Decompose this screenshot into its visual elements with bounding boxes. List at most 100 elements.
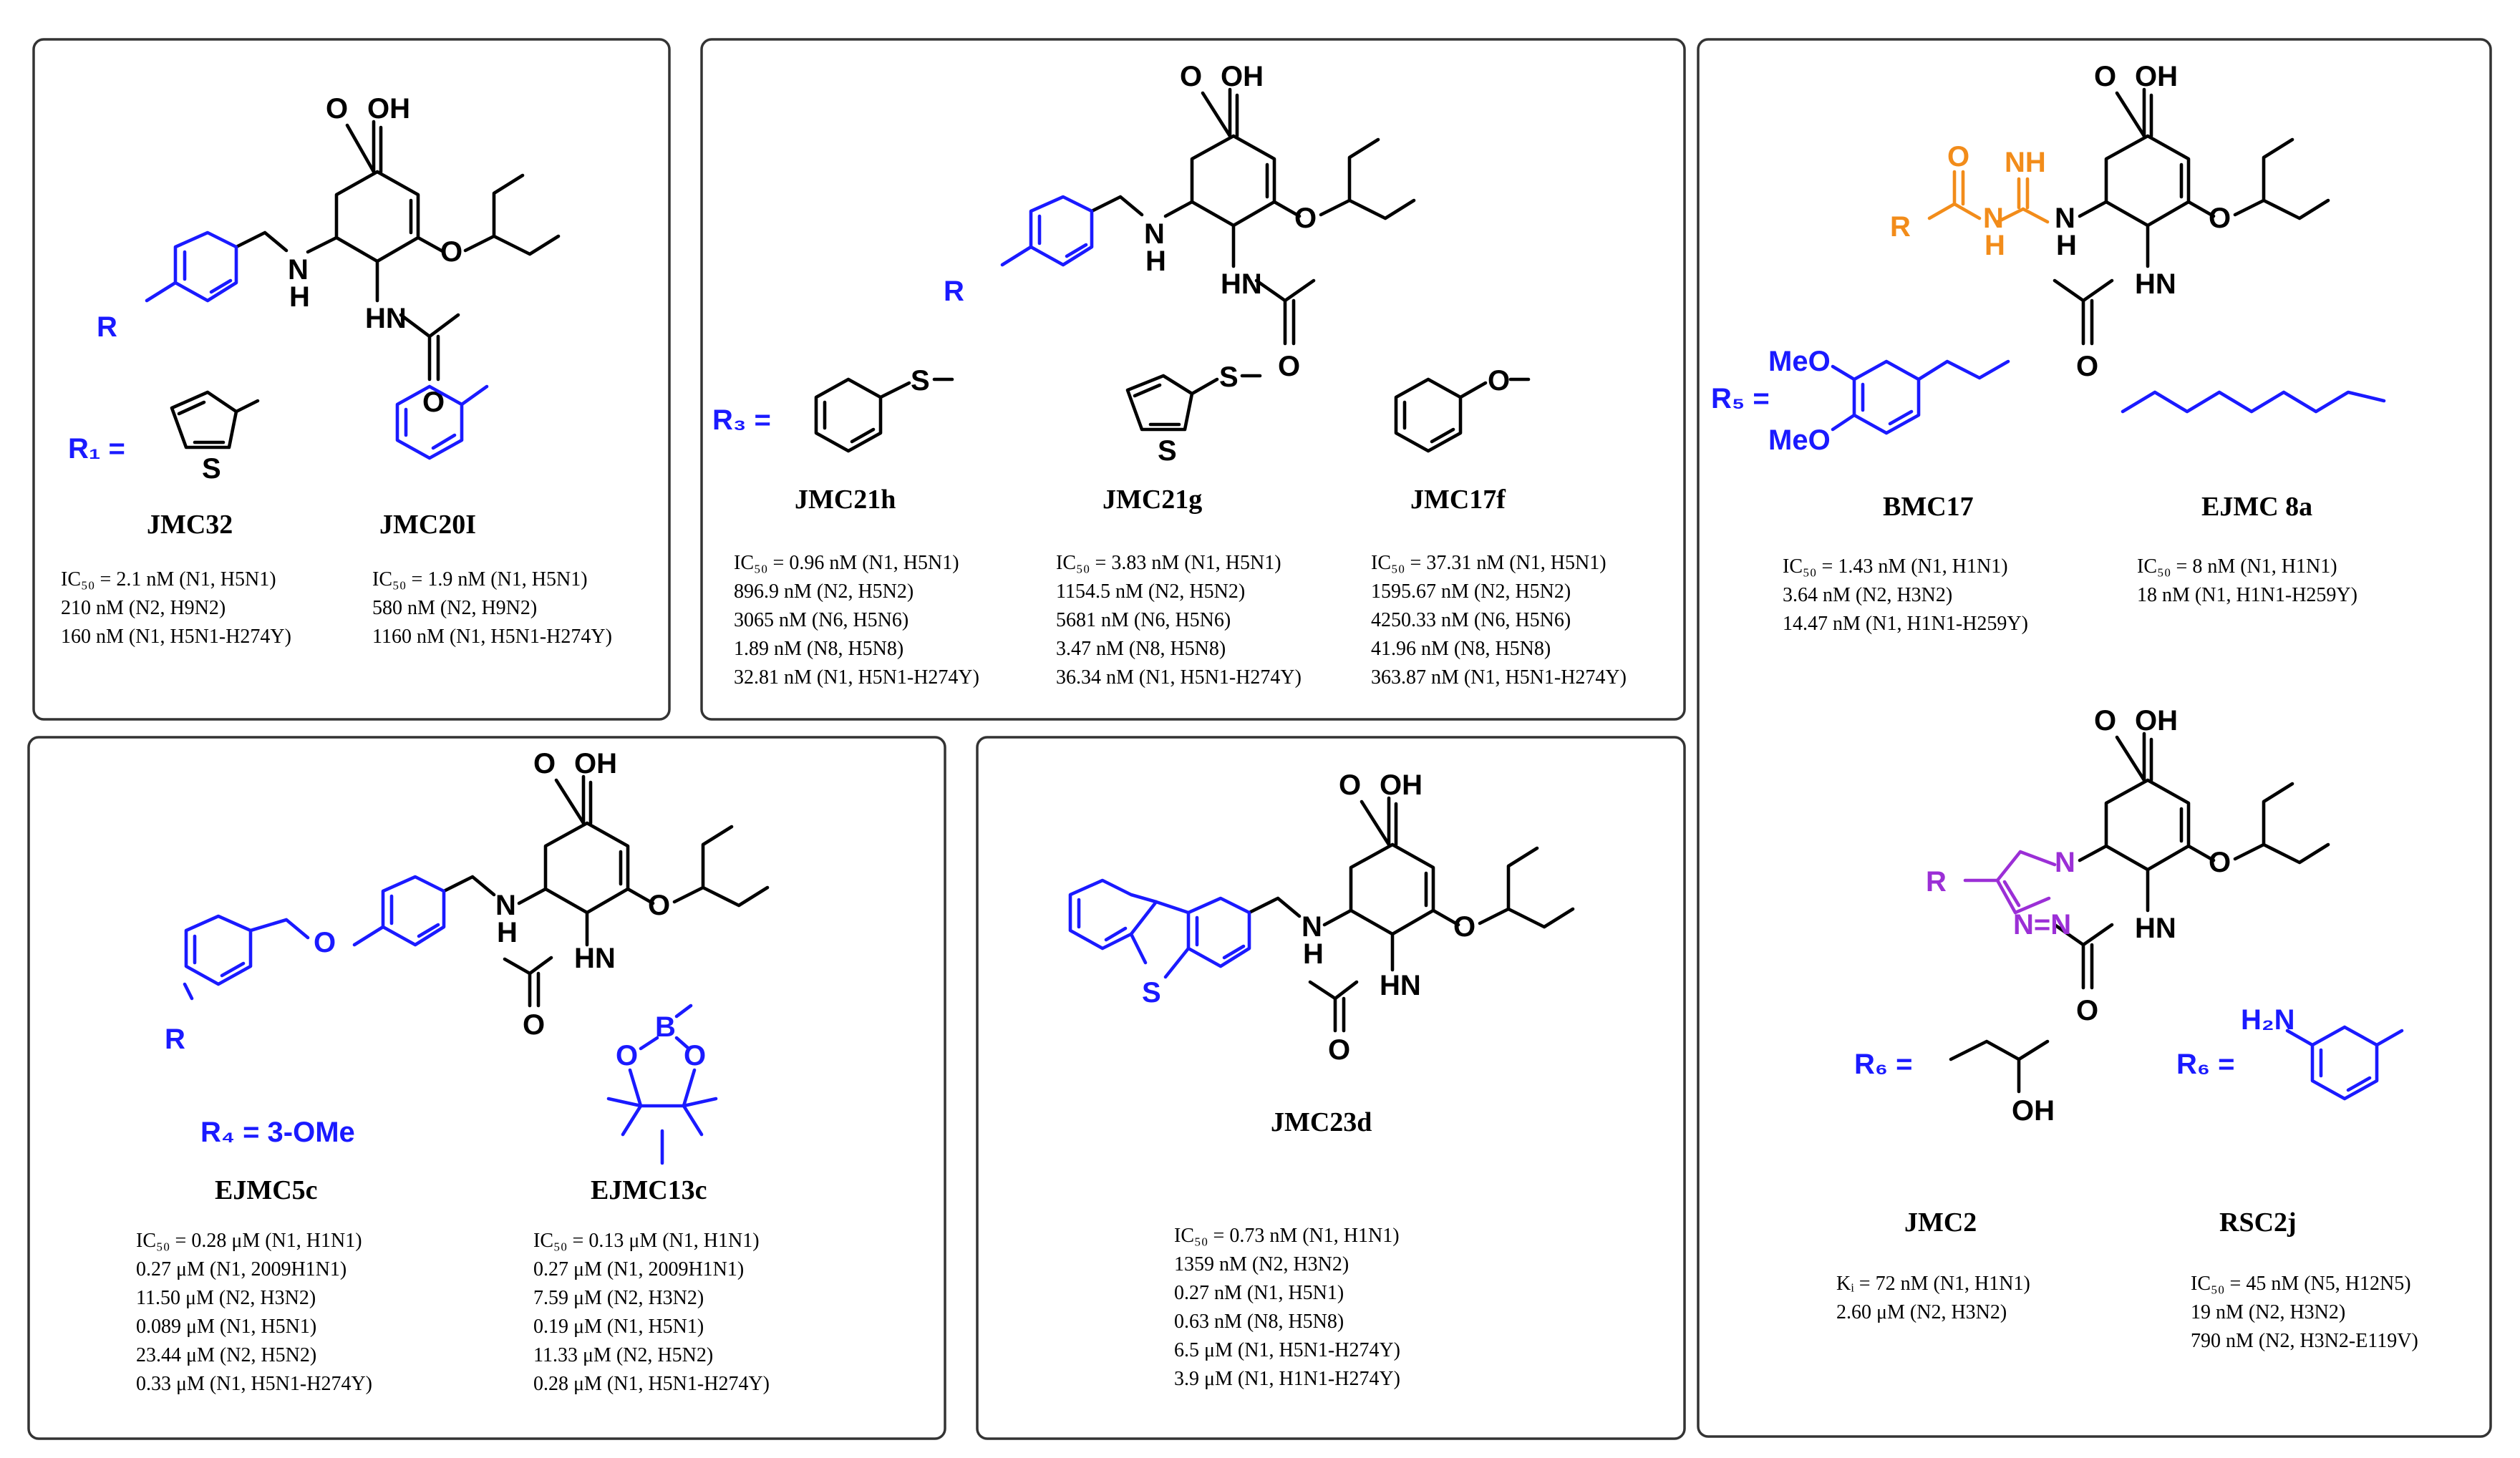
- atom-o-ether: O: [1453, 911, 1475, 943]
- atom-h: H: [1303, 938, 1324, 970]
- atom-h: H: [2056, 230, 2077, 261]
- atom-hn: HN: [2135, 268, 2176, 300]
- activity-list-jmc21h: IC₅₀ = 0.96 nM (N1, H5N1) 896.9 nM (N2, …: [734, 552, 979, 689]
- atom-o: O: [684, 1040, 706, 1071]
- atom-n: N: [1144, 218, 1165, 250]
- r3-phenoxy: O: [1394, 365, 1531, 453]
- activity-list-jmc21g: IC₅₀ = 3.83 nM (N1, H5N1) 1154.5 nM (N2,…: [1056, 552, 1302, 689]
- activity-line: IC₅₀ = 37.31 nM (N1, H5N1): [1371, 552, 1606, 574]
- activity-line: IC₅₀ = 3.83 nM (N1, H5N1): [1056, 552, 1281, 574]
- activity-line: 1160 nM (N1, H5N1-H274Y): [372, 626, 612, 648]
- atom-hn: HN: [574, 943, 616, 974]
- activity-line: 41.96 nM (N8, H5N8): [1371, 638, 1551, 660]
- atom-oh: OH: [2135, 705, 2178, 737]
- atom-oh: OH: [574, 748, 617, 779]
- activity-list-jmc20i: IC₅₀ = 1.9 nM (N1, H5N1) 580 nM (N2, H9N…: [372, 568, 612, 648]
- structure-jmc23d-core: O OH O N H HN O: [1247, 769, 1575, 1066]
- activity-line: 11.50 μM (N2, H3N2): [136, 1287, 316, 1309]
- activity-line: 1595.67 nM (N2, H5N2): [1371, 580, 1571, 603]
- atom-oh: OH: [2012, 1095, 2055, 1127]
- atom-o-ether: O: [2209, 203, 2231, 234]
- activity-line: 160 nM (N1, H5N1-H274Y): [61, 626, 291, 648]
- r1-label: R₁ =: [68, 433, 125, 465]
- atom-o: O: [2094, 705, 2116, 737]
- panel-jmc21: [700, 38, 1686, 721]
- atom-n: N: [288, 254, 309, 286]
- activity-line: IC₅₀ = 0.28 μM (N1, H1N1): [136, 1230, 362, 1252]
- atom-oh: OH: [1221, 61, 1264, 92]
- r5-octyl: [2121, 390, 2386, 414]
- activity-line: 1359 nM (N2, H3N2): [1174, 1253, 1349, 1275]
- r3-phenylthio: S: [814, 365, 954, 453]
- r6-label: R₆ =: [1854, 1049, 1913, 1080]
- r1-anchor-label: R: [97, 311, 117, 343]
- activity-line: IC₅₀ = 1.9 nM (N1, H5N1): [372, 568, 588, 591]
- compound-name: EJMC13c: [591, 1175, 707, 1205]
- r4-label: R₄ = 3-OMe: [200, 1117, 355, 1148]
- atom-s: S: [911, 365, 930, 397]
- r3-label: R₃ =: [712, 404, 771, 436]
- panel-jmc23d: [976, 736, 1686, 1440]
- atom-oh: OH: [367, 93, 410, 125]
- activity-line: 1154.5 nM (N2, H5N2): [1056, 580, 1245, 603]
- structure-ejmc5c-aryl: O R: [165, 875, 446, 1055]
- activity-list-ejmc8a: IC₅₀ = 8 nM (N1, H1N1) 18 nM (N1, H1N1-H…: [2137, 555, 2357, 606]
- r1-phenyl: [395, 384, 489, 460]
- activity-line: 3.47 nM (N8, H5N8): [1056, 638, 1226, 660]
- activity-line: IC₅₀ = 0.96 nM (N1, H5N1): [734, 552, 959, 574]
- activity-line: 11.33 μM (N2, H5N2): [533, 1344, 713, 1366]
- structure-bmc17-acylguanidine: NH N H O R: [1890, 141, 2050, 261]
- atom-s: S: [1142, 977, 1161, 1009]
- compound-name: JMC2: [1904, 1207, 1977, 1238]
- atom-o: O: [1339, 769, 1361, 801]
- compound-name: JMC17f: [1410, 485, 1506, 515]
- activity-line: 0.27 μM (N1, 2009H1N1): [136, 1258, 346, 1280]
- atom-nh-imine: NH: [2005, 147, 2046, 178]
- activity-line: 7.59 μM (N2, H3N2): [533, 1287, 704, 1309]
- atom-hn: HN: [2135, 913, 2176, 944]
- activity-line: 14.47 nM (N1, H1N1-H259Y): [1783, 613, 2028, 635]
- activity-line: IC₅₀ = 8 nM (N1, H1N1): [2137, 555, 2337, 578]
- r5-anchor-label: R: [1890, 211, 1911, 243]
- compound-name: JMC32: [147, 510, 233, 540]
- atom-h: H: [497, 917, 518, 948]
- panel-bmc17: [1697, 38, 2492, 1438]
- panel-ejmc5c: [27, 736, 946, 1440]
- activity-list-bmc17: IC₅₀ = 1.43 nM (N1, H1N1) 3.64 nM (N2, H…: [1783, 555, 2028, 635]
- atom-o: O: [1947, 141, 1969, 172]
- activity-line: 0.19 μM (N1, H5N1): [533, 1316, 704, 1338]
- structure-jmc2-triazole: N N=N R: [1926, 847, 2075, 941]
- atom-n: N: [2055, 203, 2075, 234]
- atom-o: O: [616, 1040, 638, 1071]
- activity-line: 790 nM (N2, H3N2-E119V): [2191, 1330, 2418, 1352]
- activity-line: 896.9 nM (N2, H5N2): [734, 580, 914, 603]
- r5-dimethoxyphenethyl: MeO MeO: [1768, 346, 2010, 456]
- activity-line: 0.089 μM (N1, H5N1): [136, 1316, 316, 1338]
- activity-line: IC₅₀ = 45 nM (N5, H12N5): [2191, 1273, 2411, 1295]
- structure-jmc21-aryl: R: [944, 195, 1094, 307]
- r6-label: R₆ =: [2176, 1049, 2235, 1080]
- structure-jmc2-core: O OH O HN O: [2053, 705, 2330, 1026]
- activity-line: Kᵢ = 72 nM (N1, H1N1): [1836, 1273, 2030, 1295]
- activity-line: 0.27 μM (N1, 2009H1N1): [533, 1258, 744, 1280]
- methoxy-label: MeO: [1768, 424, 1831, 456]
- activity-line: 0.33 μM (N1, H5N1-H274Y): [136, 1373, 372, 1395]
- triazole-n-label: N=N: [2013, 909, 2071, 941]
- compound-name: RSC2j: [2219, 1207, 2297, 1238]
- atom-s: S: [1219, 361, 1239, 393]
- structure-ejmc5c-core: O OH O N H HN O: [442, 748, 770, 1041]
- activity-list-jmc17f: IC₅₀ = 37.31 nM (N1, H5N1) 1595.67 nM (N…: [1371, 552, 1627, 689]
- compound-name: JMC23d: [1271, 1107, 1372, 1137]
- atom-hn: HN: [365, 303, 407, 334]
- activity-list-jmc2: Kᵢ = 72 nM (N1, H1N1) 2.60 μM (N2, H3N2): [1836, 1273, 2030, 1323]
- activity-line: 3065 nM (N6, H5N6): [734, 609, 908, 631]
- activity-line: 5681 nM (N6, H5N6): [1056, 609, 1231, 631]
- activity-line: 210 nM (N2, H9N2): [61, 597, 226, 619]
- activity-line: 3.64 nM (N2, H3N2): [1783, 584, 1952, 606]
- atom-n: N: [1983, 203, 2004, 234]
- activity-line: 32.81 nM (N1, H5N1-H274Y): [734, 666, 979, 689]
- r6-anchor-label: R: [1926, 866, 1947, 898]
- activity-line: IC₅₀ = 0.73 nM (N1, H1N1): [1174, 1225, 1400, 1247]
- activity-line: 0.27 nM (N1, H5N1): [1174, 1282, 1344, 1304]
- activity-list-rsc2j: IC₅₀ = 45 nM (N5, H12N5) 19 nM (N2, H3N2…: [2191, 1273, 2418, 1352]
